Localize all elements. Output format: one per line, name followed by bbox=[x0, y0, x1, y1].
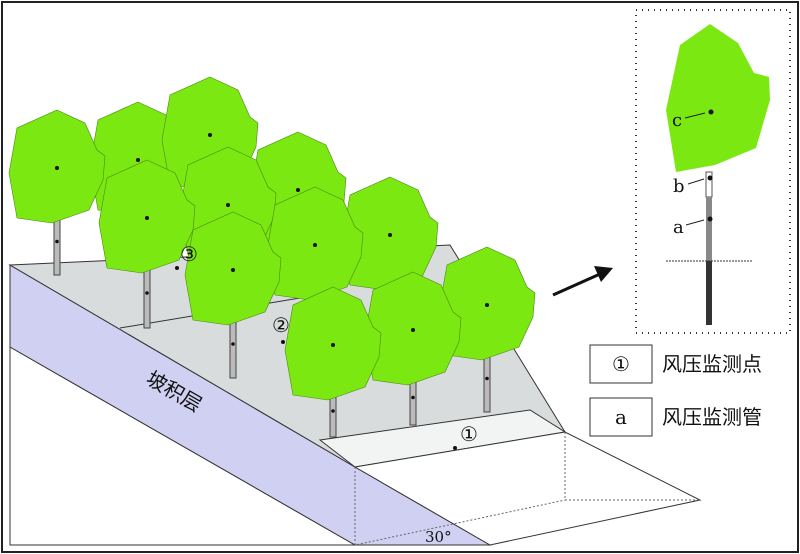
point-2-marker bbox=[281, 340, 285, 344]
point-c bbox=[708, 109, 714, 115]
pointer-c bbox=[684, 112, 706, 119]
angle-label: 30° bbox=[425, 528, 452, 546]
inset-label-a: a bbox=[673, 217, 684, 238]
crown-point bbox=[411, 328, 415, 332]
pointer-b bbox=[687, 178, 705, 185]
tube-point bbox=[331, 409, 335, 413]
legend-symbol-1: ① bbox=[612, 352, 630, 376]
point-1-label: ① bbox=[460, 422, 478, 446]
tree bbox=[364, 271, 462, 426]
legend-symbol-2: a bbox=[615, 405, 627, 429]
crown-point bbox=[388, 233, 392, 237]
crown-point bbox=[485, 303, 489, 307]
zoom-arrow bbox=[552, 272, 601, 297]
pointer-a bbox=[685, 219, 705, 226]
inset-label-c: c bbox=[672, 110, 682, 131]
inset-frame bbox=[635, 9, 791, 334]
crown-point bbox=[55, 166, 59, 170]
crown-point bbox=[231, 268, 235, 272]
crown-point bbox=[296, 188, 300, 192]
point-3-label: ③ bbox=[180, 242, 198, 266]
legend-text-2: 风压监测管 bbox=[662, 405, 762, 429]
crown-point bbox=[145, 216, 149, 220]
crown-point bbox=[208, 133, 212, 137]
inset-tube-buried bbox=[706, 261, 712, 325]
tube-point bbox=[231, 342, 235, 346]
arrow-head-icon bbox=[594, 266, 613, 282]
hidden-edge bbox=[354, 467, 566, 546]
legend-symbol-box-2 bbox=[589, 397, 653, 437]
tree bbox=[8, 109, 106, 276]
crown-point bbox=[226, 203, 230, 207]
crown-point bbox=[136, 158, 140, 162]
crown-point bbox=[313, 243, 317, 247]
inset-label-b: b bbox=[673, 176, 685, 197]
inset-crown bbox=[666, 24, 770, 172]
tube-point bbox=[55, 239, 59, 244]
point-a bbox=[707, 216, 713, 222]
point-b bbox=[707, 175, 713, 181]
inset-tube-mid bbox=[706, 197, 712, 261]
point-2-label: ② bbox=[272, 313, 290, 337]
point-3-marker bbox=[175, 266, 179, 270]
tube-point bbox=[485, 376, 489, 381]
tree-group bbox=[8, 76, 536, 438]
legend-text-1: 风压监测点 bbox=[662, 352, 762, 376]
tube-point bbox=[145, 291, 149, 295]
legend-symbol-box-1 bbox=[589, 344, 653, 384]
tree bbox=[184, 211, 282, 379]
crown-point bbox=[331, 343, 335, 347]
tree bbox=[98, 159, 196, 329]
point-1-marker bbox=[453, 446, 457, 450]
tube-point bbox=[411, 395, 415, 400]
front-face bbox=[353, 431, 702, 546]
tree bbox=[284, 286, 382, 438]
